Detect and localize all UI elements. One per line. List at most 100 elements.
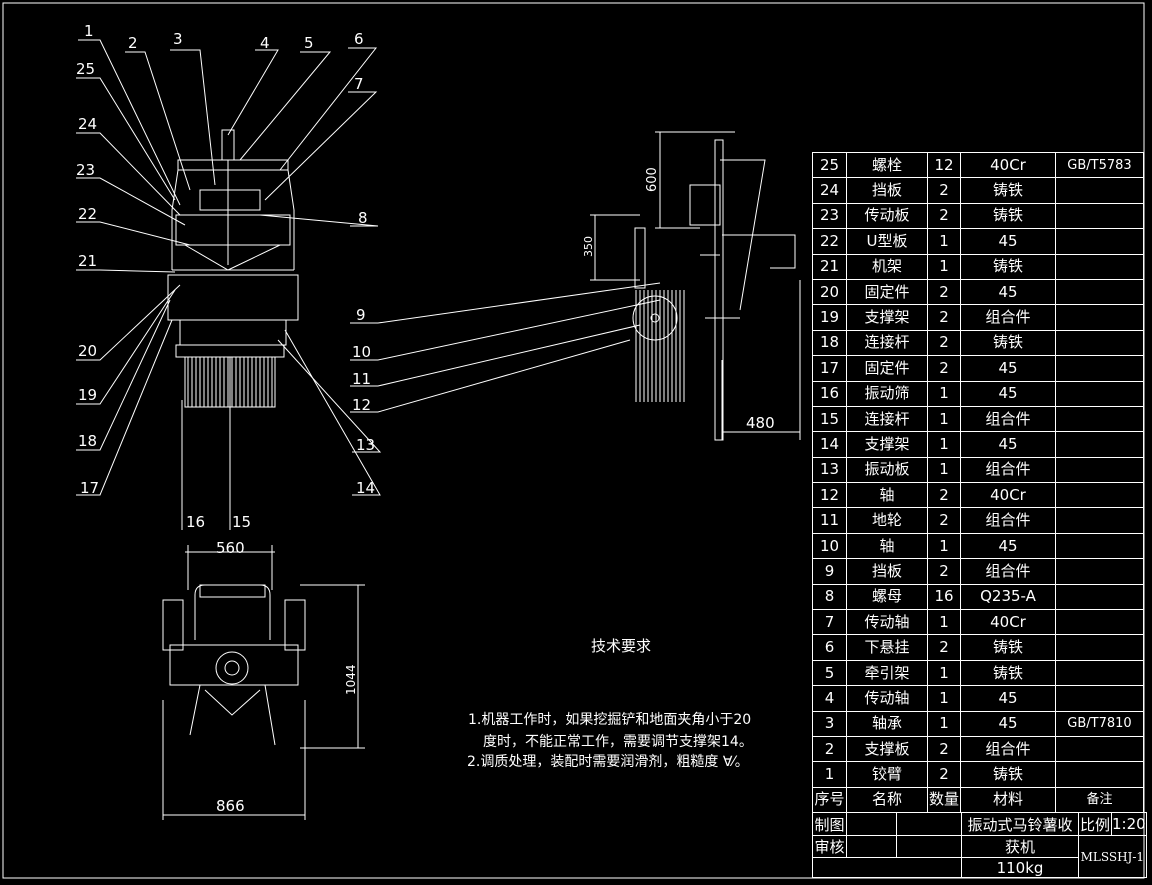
remark — [1055, 253, 1144, 280]
remark — [1055, 558, 1144, 585]
item-number: 23 — [812, 202, 847, 230]
side-brushes — [635, 290, 685, 402]
material: 组合件 — [960, 304, 1056, 331]
material: 铸铁 — [960, 761, 1056, 788]
remark: GB/T7810 — [1055, 710, 1144, 737]
quantity: 1 — [927, 228, 961, 255]
remark: 备注 — [1055, 786, 1144, 814]
remark — [1055, 329, 1144, 357]
remark — [1055, 532, 1144, 560]
remark — [1055, 380, 1144, 407]
quantity: 2 — [927, 278, 961, 306]
svg-text:15: 15 — [232, 513, 251, 531]
svg-text:2: 2 — [128, 34, 138, 52]
checked-name-cell — [846, 835, 897, 858]
quantity: 2 — [927, 202, 961, 230]
quantity: 1 — [927, 380, 961, 407]
checked-date-cell — [896, 835, 962, 858]
part-name: 轴 — [846, 482, 928, 509]
item-number: 8 — [812, 583, 847, 611]
material: 45 — [960, 431, 1056, 458]
quantity: 16 — [927, 583, 961, 611]
item-number: 4 — [812, 685, 847, 712]
remark — [1055, 659, 1144, 687]
part-name: 螺栓 — [846, 151, 928, 179]
drawing-name-line2: 获机 — [961, 835, 1079, 858]
part-name: 螺母 — [846, 583, 928, 611]
svg-text:4: 4 — [260, 34, 270, 52]
svg-text:14: 14 — [356, 479, 375, 497]
item-number: 2 — [812, 735, 847, 763]
part-name: 支撑架 — [846, 431, 928, 458]
quantity: 1 — [927, 710, 961, 737]
material: 组合件 — [960, 507, 1056, 534]
quantity: 2 — [927, 735, 961, 763]
material: 材料 — [960, 786, 1056, 814]
weight: 110kg — [961, 857, 1079, 878]
svg-text:12: 12 — [352, 396, 371, 414]
quantity: 1 — [927, 532, 961, 560]
checked-label: 审核 — [812, 835, 847, 858]
item-number: 5 — [812, 659, 847, 687]
quantity: 2 — [927, 507, 961, 534]
material: 铸铁 — [960, 659, 1056, 687]
quantity: 2 — [927, 482, 961, 509]
material: 组合件 — [960, 405, 1056, 433]
remark — [1055, 507, 1144, 534]
svg-text:18: 18 — [78, 432, 97, 450]
material: 铸铁 — [960, 253, 1056, 280]
material: 45 — [960, 532, 1056, 560]
part-name: 连接杆 — [846, 329, 928, 357]
quantity: 12 — [927, 151, 961, 179]
item-number: 17 — [812, 355, 847, 382]
svg-text:6: 6 — [354, 30, 364, 48]
item-number: 13 — [812, 456, 847, 484]
quantity: 1 — [927, 405, 961, 433]
part-name: 挡板 — [846, 558, 928, 585]
item-number: 19 — [812, 304, 847, 331]
part-name: 轴承 — [846, 710, 928, 737]
item-number: 6 — [812, 634, 847, 661]
part-name: 振动板 — [846, 456, 928, 484]
svg-text:560: 560 — [216, 539, 245, 557]
item-number: 3 — [812, 710, 847, 737]
bottom-dimensions: 560 866 1044 — [216, 539, 358, 815]
remark — [1055, 456, 1144, 484]
item-number: 18 — [812, 329, 847, 357]
svg-text:600: 600 — [645, 167, 660, 192]
quantity: 1 — [927, 685, 961, 712]
remark — [1055, 634, 1144, 661]
svg-text:3: 3 — [173, 30, 183, 48]
remark — [1055, 431, 1144, 458]
svg-text:480: 480 — [746, 414, 775, 432]
remark — [1055, 685, 1144, 712]
material: 40Cr — [960, 609, 1056, 636]
blank-cell — [812, 857, 962, 878]
tech-requirement-text: 2.调质处理，装配时需要润滑剂，粗糙度 — [467, 754, 719, 770]
part-name: 固定件 — [846, 355, 928, 382]
svg-text:866: 866 — [216, 797, 245, 815]
svg-text:19: 19 — [78, 386, 97, 404]
item-number: 14 — [812, 431, 847, 458]
material: 40Cr — [960, 151, 1056, 179]
item-number: 12 — [812, 482, 847, 509]
quantity: 1 — [927, 609, 961, 636]
item-number: 序号 — [812, 786, 847, 814]
item-number: 10 — [812, 532, 847, 560]
svg-text:11: 11 — [352, 370, 371, 388]
drawing-name-line1: 振动式马铃薯收 — [961, 812, 1079, 836]
bottom-view — [162, 545, 365, 820]
